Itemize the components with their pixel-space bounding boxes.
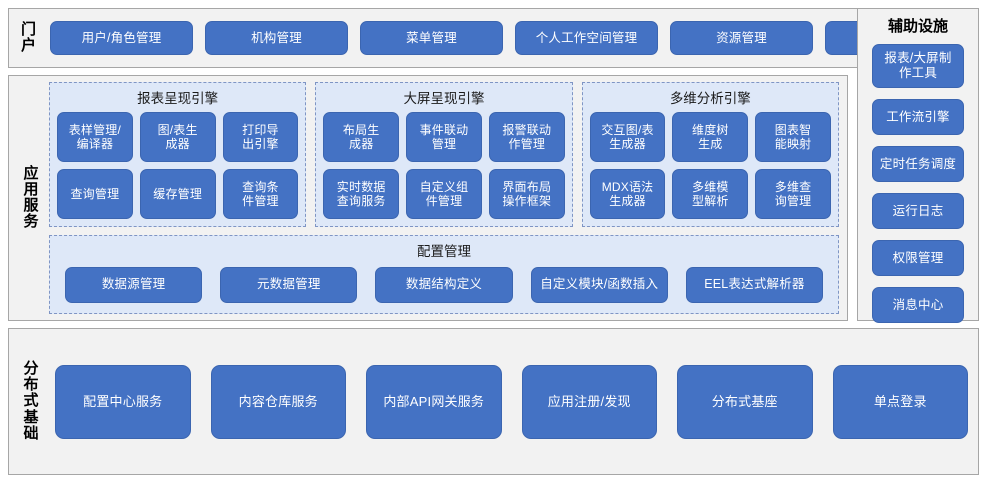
engine-large-screen-rendering-grid: 布局生 成器 事件联动 管理 报警联动 作管理 实时数据 查询服务 自定义组 件…	[323, 112, 565, 219]
portal-button-menu-management[interactable]: 菜单管理	[360, 21, 504, 55]
engine-report-rendering: 报表呈现引擎 表样管理/ 编译器 图/表生 成器 打印导 出引擎 查询管理 缓存…	[49, 82, 307, 227]
portal-section-label: 门 户	[21, 21, 37, 54]
aux-facilities-list: 报表/大屏制 作工具 工作流引擎 定时任务调度 运行日志 权限管理 消息中心	[858, 44, 978, 323]
distributed-item-single-sign-on[interactable]: 单点登录	[832, 364, 968, 439]
engines-row: 报表呈现引擎 表样管理/ 编译器 图/表生 成器 打印导 出引擎 查询管理 缓存…	[49, 82, 839, 227]
aux-facilities-panel: 辅助设施 报表/大屏制 作工具 工作流引擎 定时任务调度 运行日志 权限管理 消…	[857, 8, 979, 323]
portal-button-user-role-management[interactable]: 用户/角色管理	[50, 21, 194, 55]
config-item-custom-module-function-insertion[interactable]: 自定义模块/函数插入	[530, 266, 668, 303]
engine-report-item-cache-management[interactable]: 缓存管理	[139, 169, 216, 219]
engine-large-screen-rendering: 大屏呈现引擎 布局生 成器 事件联动 管理 报警联动 作管理 实时数据 查询服务…	[315, 82, 573, 227]
engine-multidimensional-analysis: 多维分析引擎 交互图/表 生成器 维度树 生成 图表智 能映射 MDX语法 生成…	[581, 82, 839, 227]
aux-item-report-dashboard-authoring-tool[interactable]: 报表/大屏制 作工具	[872, 44, 964, 88]
distributed-item-content-repository-service[interactable]: 内容仓库服务	[210, 364, 346, 439]
engine-screen-item-alarm-linkage-action-management[interactable]: 报警联动 作管理	[488, 112, 565, 162]
engine-screen-item-layout-generator[interactable]: 布局生 成器	[323, 112, 400, 162]
distributed-item-app-registry-discovery[interactable]: 应用注册/发现	[521, 364, 657, 439]
engine-screen-item-custom-component-management[interactable]: 自定义组 件管理	[406, 169, 482, 219]
distributed-foundation-label: 分 布 式 基 础	[23, 360, 39, 442]
engine-report-rendering-grid: 表样管理/ 编译器 图/表生 成器 打印导 出引擎 查询管理 缓存管理 查询条 …	[57, 112, 299, 219]
portal-button-personal-workspace-management[interactable]: 个人工作空间管理	[515, 21, 659, 55]
config-item-eel-expression-parser[interactable]: EEL表达式解析器	[685, 266, 824, 303]
application-services-body: 报表呈现引擎 表样管理/ 编译器 图/表生 成器 打印导 出引擎 查询管理 缓存…	[49, 82, 839, 314]
top-region: 门 户 用户/角色管理 机构管理 菜单管理 个人工作空间管理 资源管理 自助分析…	[8, 8, 979, 323]
portal-button-resource-management[interactable]: 资源管理	[670, 21, 814, 55]
aux-item-workflow-engine[interactable]: 工作流引擎	[872, 99, 964, 135]
application-services-label: 应 用 服 务	[23, 164, 39, 231]
application-services-panel: 应 用 服 务 报表呈现引擎 表样管理/ 编译器 图/表生 成器 打印导 出引擎…	[8, 75, 848, 321]
engine-screen-item-realtime-data-query-service[interactable]: 实时数据 查询服务	[323, 169, 400, 219]
distributed-foundation-panel: 分 布 式 基 础 配置中心服务 内容仓库服务 内部API网关服务 应用注册/发…	[8, 328, 979, 475]
configuration-management-button-group: 数据源管理 元数据管理 数据结构定义 自定义模块/函数插入 EEL表达式解析器	[59, 265, 829, 304]
portal-button-org-management[interactable]: 机构管理	[205, 21, 349, 55]
aux-item-permission-management[interactable]: 权限管理	[872, 240, 964, 276]
portal-button-group: 用户/角色管理 机构管理 菜单管理 个人工作空间管理 资源管理 自助分析	[42, 21, 969, 55]
engine-report-item-template-manager-compiler[interactable]: 表样管理/ 编译器	[57, 112, 133, 162]
engine-report-item-query-management[interactable]: 查询管理	[57, 169, 133, 219]
engine-multidimensional-analysis-grid: 交互图/表 生成器 维度树 生成 图表智 能映射 MDX语法 生成器 多维模 型…	[589, 112, 831, 219]
aux-item-message-center[interactable]: 消息中心	[872, 287, 964, 323]
distributed-item-distributed-base[interactable]: 分布式基座	[677, 364, 813, 439]
engine-olap-item-dimension-tree-generation[interactable]: 维度树 生成	[672, 112, 749, 162]
engine-olap-item-interactive-chart-table-generator[interactable]: 交互图/表 生成器	[589, 112, 666, 162]
engine-multidimensional-analysis-title: 多维分析引擎	[669, 91, 751, 106]
engine-screen-item-event-linkage-management[interactable]: 事件联动 管理	[406, 112, 482, 162]
aux-item-runtime-log[interactable]: 运行日志	[872, 193, 964, 229]
config-item-datasource-management[interactable]: 数据源管理	[65, 266, 203, 303]
engine-olap-item-chart-smart-mapping[interactable]: 图表智 能映射	[755, 112, 831, 162]
config-item-data-structure-definition[interactable]: 数据结构定义	[375, 266, 513, 303]
portal-panel: 门 户 用户/角色管理 机构管理 菜单管理 个人工作空间管理 资源管理 自助分析	[8, 8, 979, 68]
engine-report-item-chart-table-generator[interactable]: 图/表生 成器	[139, 112, 216, 162]
engine-olap-item-mdx-syntax-generator[interactable]: MDX语法 生成器	[589, 169, 666, 219]
distributed-item-internal-api-gateway-service[interactable]: 内部API网关服务	[366, 364, 502, 439]
config-item-metadata-management[interactable]: 元数据管理	[220, 266, 358, 303]
distributed-item-config-center-service[interactable]: 配置中心服务	[55, 364, 191, 439]
engine-olap-item-multidimensional-model-parsing[interactable]: 多维模 型解析	[672, 169, 749, 219]
configuration-management-panel: 配置管理 数据源管理 元数据管理 数据结构定义 自定义模块/函数插入 EEL表达…	[49, 235, 839, 314]
distributed-foundation-button-group: 配置中心服务 内容仓库服务 内部API网关服务 应用注册/发现 分布式基座 单点…	[49, 337, 968, 466]
aux-facilities-title: 辅助设施	[887, 18, 948, 35]
configuration-management-title: 配置管理	[417, 244, 471, 259]
aux-item-scheduled-task-scheduler[interactable]: 定时任务调度	[872, 146, 964, 182]
engine-large-screen-rendering-title: 大屏呈现引擎	[403, 91, 485, 106]
engine-olap-item-multidimensional-query-management[interactable]: 多维查 询管理	[755, 169, 831, 219]
engine-report-rendering-title: 报表呈现引擎	[137, 91, 219, 106]
engine-screen-item-ui-layout-operation-framework[interactable]: 界面布局 操作框架	[488, 169, 565, 219]
middle-region: 应 用 服 务 报表呈现引擎 表样管理/ 编译器 图/表生 成器 打印导 出引擎…	[8, 75, 979, 321]
engine-report-item-query-condition-management[interactable]: 查询条 件管理	[222, 169, 299, 219]
engine-report-item-print-export-engine[interactable]: 打印导 出引擎	[222, 112, 299, 162]
